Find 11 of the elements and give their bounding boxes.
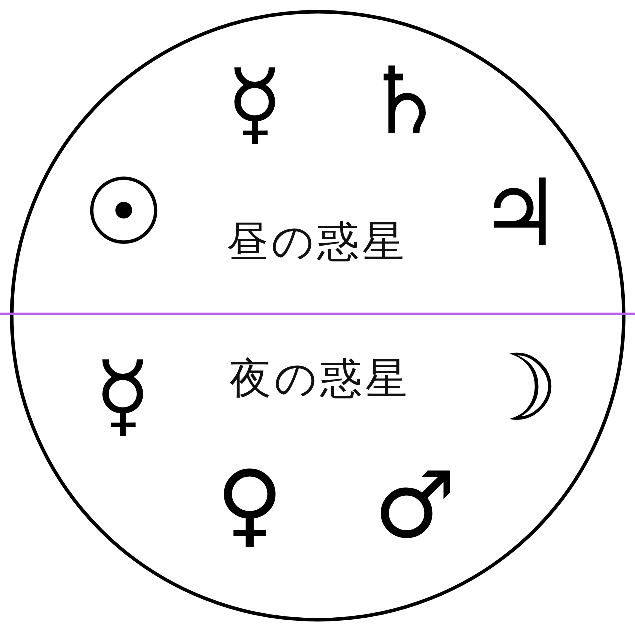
planet-symbol: ☿ — [94, 350, 152, 442]
heading-text: 夜の惑星 — [230, 356, 410, 402]
planet-symbol: ♂ — [374, 460, 456, 552]
planet-symbol: ♃ — [478, 168, 562, 260]
heading-text: 昼の惑星 — [226, 218, 408, 266]
planet-symbol: ☿ — [226, 58, 284, 150]
planet-symbol: ♀ — [216, 459, 284, 551]
planet-symbol: ♄ — [364, 56, 446, 148]
circle-outline — [10, 10, 626, 622]
planet-symbol: ☽ — [476, 343, 560, 435]
planet-symbol: ☉ — [82, 167, 166, 259]
